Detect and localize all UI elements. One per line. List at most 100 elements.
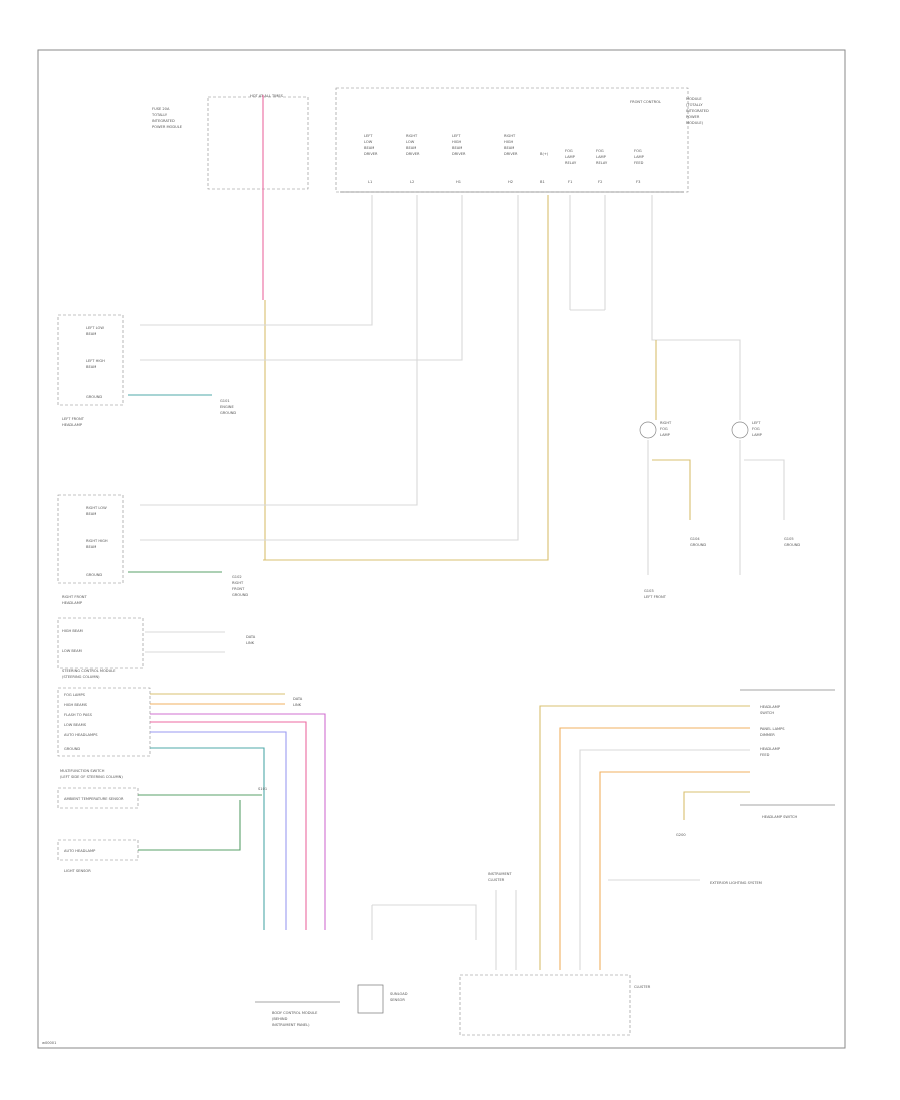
svg-text:L1: L1 [368,180,372,184]
svg-text:BEAM: BEAM [504,146,514,150]
svg-text:FEED: FEED [760,753,770,757]
fuse-label-3: TOTALLY [151,113,168,117]
sunload-sensor: SUNLOAD SENSOR [357,904,477,1014]
svg-text:CLUSTER: CLUSTER [634,985,651,989]
svg-text:(STEERING COLUMN): (STEERING COLUMN) [62,675,100,679]
fcm-sub-4: POWER [686,115,700,119]
svg-text:FOG: FOG [660,427,668,431]
svg-text:LEFT: LEFT [452,134,461,138]
svg-text:DATA: DATA [293,697,303,701]
svg-text:HIGH BEAMS: HIGH BEAMS [64,703,88,707]
fcm-sub-1: MODULE [686,97,702,101]
svg-text:LEFT FRONT: LEFT FRONT [644,595,667,599]
svg-text:AUTO HEADLAMPS: AUTO HEADLAMPS [64,733,98,737]
svg-text:FLASH TO PASS: FLASH TO PASS [64,713,93,717]
svg-text:GROUND: GROUND [64,747,80,751]
headlamp-switch: HEADLAMP SWITCH PANEL LAMPS DIMMER HEADL… [539,689,835,970]
svg-text:LOW: LOW [406,140,415,144]
svg-text:SUNLOAD: SUNLOAD [390,992,408,996]
svg-text:RIGHT: RIGHT [504,134,516,138]
diagram-frame [37,49,846,1049]
fcm-wires [140,95,741,561]
svg-text:LAMP: LAMP [565,155,576,159]
svg-text:DRIVER: DRIVER [406,152,420,156]
svg-text:RIGHT HIGH: RIGHT HIGH [86,539,108,543]
svg-text:F1: F1 [568,180,572,184]
svg-text:LINK: LINK [246,641,255,645]
svg-text:LEFT HIGH: LEFT HIGH [86,359,105,363]
svg-text:HEADLAMP: HEADLAMP [760,747,781,751]
svg-text:BEAM: BEAM [86,545,96,549]
fcm-sub-3: INTEGRATED [686,109,709,113]
fcm-col-1: LEFT LOW BEAM DRIVER L1 [364,134,378,184]
svg-text:SENSOR: SENSOR [390,998,405,1002]
svg-text:FOG: FOG [596,149,604,153]
svg-text:RIGHT: RIGHT [232,581,244,585]
fcm-col-6: FOG LAMP RELAY F1 [565,149,577,184]
svg-text:G104: G104 [690,537,700,541]
svg-text:FOG: FOG [752,427,760,431]
svg-text:CLUSTER: CLUSTER [488,878,505,882]
front-control-module: FRONT CONTROL MODULE (TOTALLY INTEGRATED… [335,87,709,193]
footer-code: w00001 [42,1041,56,1045]
multifunction-switch: FOG LAMPS HIGH BEAMS FLASH TO PASS LOW B… [57,687,326,930]
svg-text:HEADLAMP: HEADLAMP [62,601,83,605]
svg-text:B1: B1 [540,180,545,184]
svg-text:LAMP: LAMP [752,433,763,437]
svg-text:RIGHT LOW: RIGHT LOW [86,506,107,510]
steering-control-module: HIGH BEAM LOW BEAM STEERING CONTROL MODU… [57,617,256,679]
fcm-sub-2: (TOTALLY [686,103,703,107]
svg-text:FOG: FOG [565,149,573,153]
svg-text:DATA: DATA [246,635,256,639]
light-sensor: AUTO HEADLAMP LIGHT SENSOR [57,800,241,873]
svg-text:DIMMER: DIMMER [760,733,775,737]
svg-text:LOW BEAM: LOW BEAM [62,649,82,653]
svg-text:FRONT: FRONT [232,587,245,591]
svg-text:LAMP: LAMP [634,155,645,159]
svg-text:G105: G105 [784,537,794,541]
svg-text:EXTERIOR LIGHTING SYSTEM: EXTERIOR LIGHTING SYSTEM [710,881,762,885]
fcm-col-8: FOG LAMP FEED F3 [634,149,645,184]
svg-text:DRIVER: DRIVER [452,152,466,156]
svg-text:GROUND: GROUND [86,573,102,577]
fcm-col-2: RIGHT LOW BEAM DRIVER L2 [406,134,420,184]
svg-text:S101: S101 [258,787,267,791]
svg-text:BEAM: BEAM [86,332,96,336]
fcm-title: FRONT CONTROL [630,100,661,104]
svg-text:RELAY: RELAY [596,161,608,165]
svg-text:PANEL LAMPS: PANEL LAMPS [760,727,785,731]
svg-text:LAMP: LAMP [596,155,607,159]
svg-text:HIGH: HIGH [504,140,514,144]
instrument-cluster: CLUSTER INSTRUMENT CLUSTER [459,872,651,1036]
svg-text:BEAM: BEAM [364,146,374,150]
svg-text:F3: F3 [636,180,640,184]
svg-text:INSTRUMENT PANEL): INSTRUMENT PANEL) [272,1023,310,1027]
ambient-sensor: AMBIENT TEMPERATURE SENSOR S101 [57,787,267,809]
svg-text:G103: G103 [644,589,654,593]
svg-text:H2: H2 [508,180,513,184]
svg-text:B(+): B(+) [540,152,549,156]
left-headlamp: LEFT LOW BEAM LEFT HIGH BEAM GROUND LEFT… [57,314,236,427]
svg-text:FEED: FEED [634,161,644,165]
svg-text:F2: F2 [598,180,602,184]
svg-text:G102: G102 [232,575,242,579]
svg-text:HEADLAMP: HEADLAMP [62,423,83,427]
svg-text:BEAM: BEAM [406,146,416,150]
fcm-col-4: RIGHT HIGH BEAM DRIVER H2 [504,134,518,184]
svg-text:BODY CONTROL MODULE: BODY CONTROL MODULE [272,1011,318,1015]
svg-text:LAMP: LAMP [660,433,671,437]
svg-text:LEFT LOW: LEFT LOW [86,326,104,330]
svg-text:RELAY: RELAY [565,161,577,165]
fcm-sub-5: MODULE) [686,121,704,125]
svg-text:BEAM: BEAM [452,146,462,150]
svg-text:GROUND: GROUND [232,593,248,597]
right-headlamp: RIGHT LOW BEAM RIGHT HIGH BEAM GROUND RI… [57,494,248,605]
svg-text:FOG: FOG [634,149,642,153]
svg-text:GROUND: GROUND [690,543,706,547]
svg-text:HIGH BEAM: HIGH BEAM [62,629,83,633]
svg-text:SWITCH: SWITCH [760,711,774,715]
svg-text:STEERING CONTROL MODULE: STEERING CONTROL MODULE [62,669,116,673]
svg-text:INSTRUMENT: INSTRUMENT [488,872,512,876]
svg-text:HEADLAMP: HEADLAMP [760,705,781,709]
